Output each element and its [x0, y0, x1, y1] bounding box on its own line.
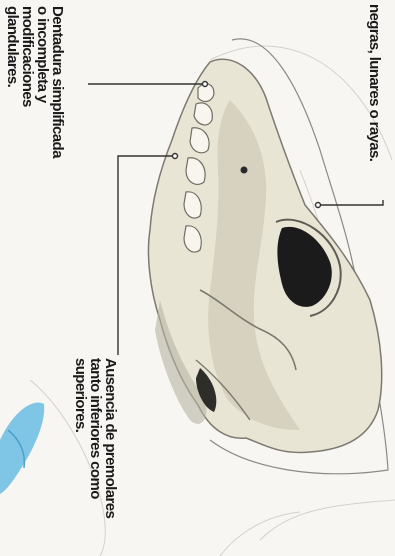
annotation-premolares: Ausencia de premolares tanto inferiores …: [73, 358, 118, 518]
annotation-top-right: negras, lunares o rayas.: [367, 4, 382, 161]
annotation-dentadura: Dentadura simplificada o incompleta y mo…: [5, 6, 65, 158]
foramen: [241, 167, 248, 174]
